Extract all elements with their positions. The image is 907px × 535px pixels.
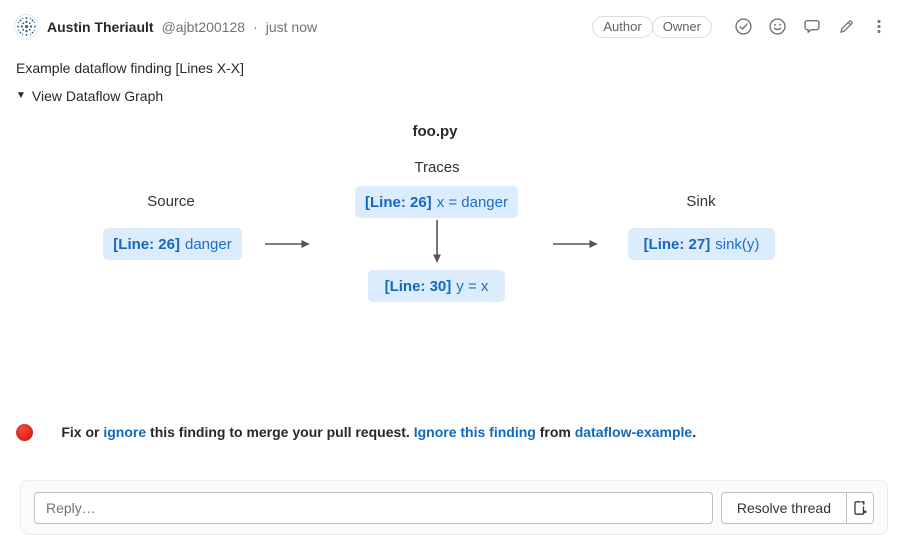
trace-top-node: [Line: 26] x = danger xyxy=(355,186,518,218)
trace-top-node-line: [Line: 26] xyxy=(365,194,432,211)
merge-requirement-notice: Fix or ignore this finding to merge your… xyxy=(0,404,907,461)
rule-source-link[interactable]: dataflow-example xyxy=(575,424,692,440)
more-actions-button[interactable] xyxy=(871,18,887,35)
trace-bottom-node-line: [Line: 30] xyxy=(385,278,452,295)
kebab-menu-icon xyxy=(871,18,887,35)
source-node: [Line: 26] danger xyxy=(103,228,242,260)
timestamp: just now xyxy=(266,19,317,35)
dataflow-graph: foo.py Traces Source Sink [Line: 26] dan… xyxy=(0,114,907,309)
ignore-link[interactable]: ignore xyxy=(103,424,146,440)
reply-input[interactable] xyxy=(34,492,713,524)
edit-button[interactable] xyxy=(838,19,854,35)
notice-text: Fix or xyxy=(61,424,103,440)
comment-button[interactable] xyxy=(803,18,821,35)
sink-column-label: Sink xyxy=(686,193,715,210)
reply-bar: Resolve thread xyxy=(20,480,888,535)
resolve-thread-button[interactable]: Resolve thread xyxy=(721,492,847,524)
traces-column-label: Traces xyxy=(414,159,459,176)
author-badge: Author xyxy=(592,16,652,38)
owner-badge: Owner xyxy=(652,16,712,38)
sink-node-code: sink(y) xyxy=(715,236,759,253)
graph-file-title: foo.py xyxy=(413,123,458,140)
smiley-face-icon xyxy=(769,18,786,35)
trace-top-node-code: x = danger xyxy=(437,194,508,211)
sink-node: [Line: 27] sink(y) xyxy=(628,228,775,260)
meta-separator: · xyxy=(253,19,258,35)
ignore-this-finding-link[interactable]: Ignore this finding xyxy=(414,424,536,440)
finding-title: Example dataflow finding [Lines X-X] xyxy=(0,60,907,76)
speech-bubble-icon xyxy=(803,18,821,35)
red-circle-icon xyxy=(16,424,33,441)
dataflow-graph-toggle-label: View Dataflow Graph xyxy=(32,88,163,104)
notice-text: this finding to merge your pull request. xyxy=(146,424,414,440)
create-issue-from-thread-button[interactable] xyxy=(846,492,874,524)
check-circle-icon xyxy=(735,18,752,35)
notice-text: from xyxy=(536,424,575,440)
avatar[interactable] xyxy=(14,14,39,39)
resolve-thread-icon-button[interactable] xyxy=(735,18,752,35)
sink-node-line: [Line: 27] xyxy=(644,236,711,253)
resolve-button-group: Resolve thread xyxy=(721,492,874,524)
pencil-icon xyxy=(838,19,854,35)
chevron-down-icon: ▼ xyxy=(16,88,26,104)
comment-header: Austin Theriault @ajbt200128 · just now … xyxy=(0,0,907,39)
author-handle[interactable]: @ajbt200128 xyxy=(162,19,246,35)
source-column-label: Source xyxy=(147,193,195,210)
source-node-line: [Line: 26] xyxy=(113,236,180,253)
trace-bottom-node-code: y = x xyxy=(456,278,488,295)
author-name[interactable]: Austin Theriault xyxy=(47,19,154,35)
source-node-code: danger xyxy=(185,236,232,253)
trace-bottom-node: [Line: 30] y = x xyxy=(368,270,505,302)
badge-group: Author Owner xyxy=(592,16,712,38)
notice-text: . xyxy=(692,424,696,440)
comment-card: Austin Theriault @ajbt200128 · just now … xyxy=(0,0,907,509)
add-reaction-button[interactable] xyxy=(769,18,786,35)
dataflow-graph-toggle[interactable]: ▼ View Dataflow Graph xyxy=(0,88,907,104)
new-issue-icon xyxy=(852,500,868,516)
